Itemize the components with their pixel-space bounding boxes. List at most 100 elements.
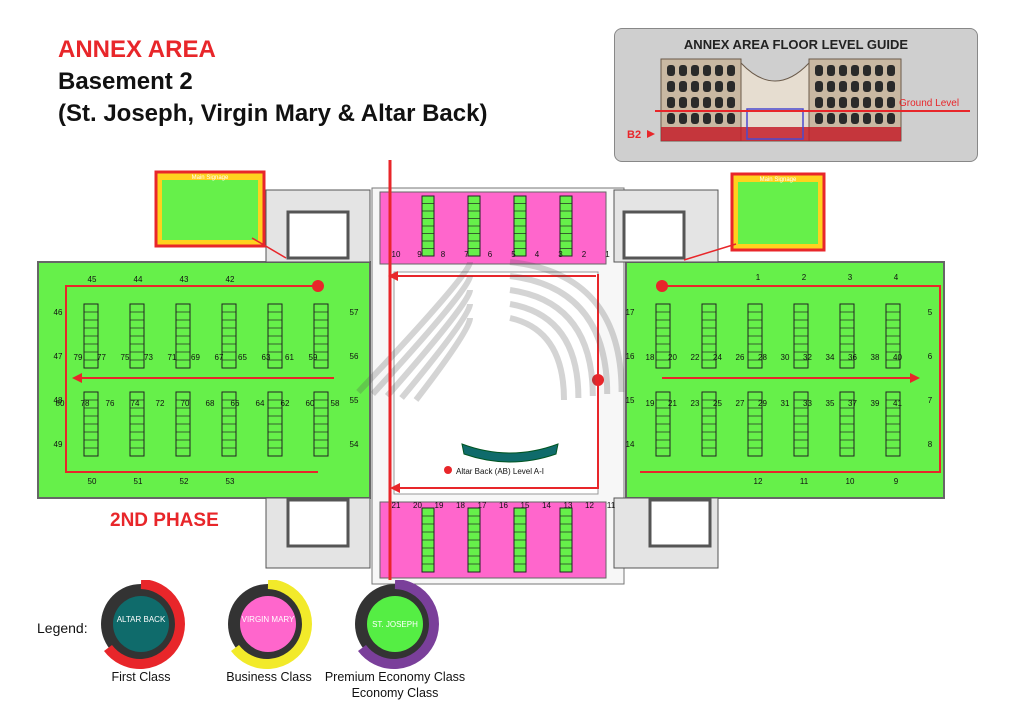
altar-marker-icon <box>444 466 452 474</box>
niche-column[interactable] <box>83 391 99 457</box>
window <box>667 97 675 108</box>
niche-column[interactable] <box>313 391 329 457</box>
niche-column[interactable] <box>513 195 527 257</box>
right-side-number: 6 <box>928 352 933 361</box>
st-joseph-right-wing[interactable] <box>625 261 945 499</box>
niche-column[interactable] <box>839 303 855 369</box>
niche-column[interactable] <box>467 507 481 573</box>
window <box>887 65 895 76</box>
bottom-section-number: 12 <box>585 501 594 510</box>
signage-pointer-left <box>251 237 287 259</box>
niche-column[interactable] <box>421 195 435 257</box>
niche-column[interactable] <box>83 303 99 369</box>
window <box>815 65 823 76</box>
center-arch <box>740 61 810 142</box>
pew-row-right <box>509 287 596 397</box>
niche-column[interactable] <box>747 391 763 457</box>
niche-column[interactable] <box>559 195 573 257</box>
right-inner-top-number: 40 <box>893 353 902 362</box>
st-joseph-left-wing[interactable] <box>37 261 371 499</box>
niche-column[interactable] <box>421 507 435 573</box>
niche-column[interactable] <box>129 303 145 369</box>
you-are-here-left <box>312 280 324 292</box>
window <box>691 113 699 124</box>
right-inner-bottom-number: 33 <box>803 399 812 408</box>
left-col-number: 56 <box>350 352 359 361</box>
window <box>875 65 883 76</box>
b2-label: B2 <box>627 129 641 141</box>
left-top-number: 45 <box>88 275 97 284</box>
window <box>863 65 871 76</box>
right-top-number: 1 <box>756 273 761 282</box>
niche-column[interactable] <box>701 303 717 369</box>
niche-column[interactable] <box>793 303 809 369</box>
window <box>703 65 711 76</box>
niche-column[interactable] <box>513 507 527 573</box>
bottom-section-number: 15 <box>521 501 530 510</box>
niche-column[interactable] <box>267 303 283 369</box>
niche-column[interactable] <box>175 303 191 369</box>
top-section-number: 10 <box>392 250 401 259</box>
pew-row-right <box>509 301 582 399</box>
left-inner-top-number: 77 <box>97 353 106 362</box>
window <box>691 81 699 92</box>
sections-subtitle: (St. Joseph, Virgin Mary & Altar Back) <box>58 100 488 127</box>
niche-column[interactable] <box>885 391 901 457</box>
left-inner-bottom-number: 62 <box>281 399 290 408</box>
right-inner-bottom-number: 25 <box>713 399 722 408</box>
left-inner-top-number: 73 <box>144 353 153 362</box>
elevator-bottom-right <box>648 498 712 548</box>
top-section-number: 7 <box>464 250 469 259</box>
left-side-number: 49 <box>54 440 63 449</box>
niche-column[interactable] <box>793 391 809 457</box>
window <box>727 97 735 108</box>
right-inner-top-number: 34 <box>826 353 835 362</box>
top-section-number: 8 <box>441 250 446 259</box>
window <box>839 97 847 108</box>
niche-column[interactable] <box>655 303 671 369</box>
window <box>851 113 859 124</box>
legend-premium-economy-caption: Premium Economy Class <box>324 670 466 684</box>
niche-column[interactable] <box>839 391 855 457</box>
right-inner-top-number: 32 <box>803 353 812 362</box>
top-section-number: 1 <box>605 250 610 259</box>
right-arrow-icon <box>910 373 920 383</box>
right-inner-bottom-number: 39 <box>871 399 880 408</box>
left-inner-top-number: 67 <box>215 353 224 362</box>
top-arrow-icon <box>388 271 398 281</box>
window <box>863 81 871 92</box>
niche-column[interactable] <box>559 507 573 573</box>
right-inner-bottom-number: 37 <box>848 399 857 408</box>
page-title: ANNEX AREA <box>58 36 216 63</box>
left-inner-bottom-number: 74 <box>131 399 140 408</box>
left-inner-bottom-number: 66 <box>231 399 240 408</box>
window <box>679 81 687 92</box>
niche-column[interactable] <box>313 303 329 369</box>
niche-column[interactable] <box>221 391 237 457</box>
left-col-number: 57 <box>350 308 359 317</box>
altar-pews <box>356 259 625 402</box>
niche-column[interactable] <box>655 391 671 457</box>
niche-column[interactable] <box>885 303 901 369</box>
elevator-top-right <box>622 210 686 260</box>
niche-column[interactable] <box>267 391 283 457</box>
b2-arrow-icon <box>647 130 655 138</box>
pew-row-left <box>356 261 473 395</box>
window <box>887 113 895 124</box>
right-inner-top-number: 30 <box>781 353 790 362</box>
window <box>863 97 871 108</box>
niche-column[interactable] <box>221 303 237 369</box>
niche-column[interactable] <box>747 303 763 369</box>
niche-column[interactable] <box>175 391 191 457</box>
right-bottom-number: 9 <box>894 477 899 486</box>
window <box>851 81 859 92</box>
left-bottom-number: 52 <box>180 477 189 486</box>
right-inner-top-number: 38 <box>871 353 880 362</box>
niche-column[interactable] <box>701 391 717 457</box>
altar-back-niches[interactable] <box>461 443 559 463</box>
niche-column[interactable] <box>467 195 481 257</box>
top-section-number: 9 <box>417 250 422 259</box>
niche-column[interactable] <box>129 391 145 457</box>
altar-label: Altar Back (AB) Level A-I <box>456 467 544 476</box>
